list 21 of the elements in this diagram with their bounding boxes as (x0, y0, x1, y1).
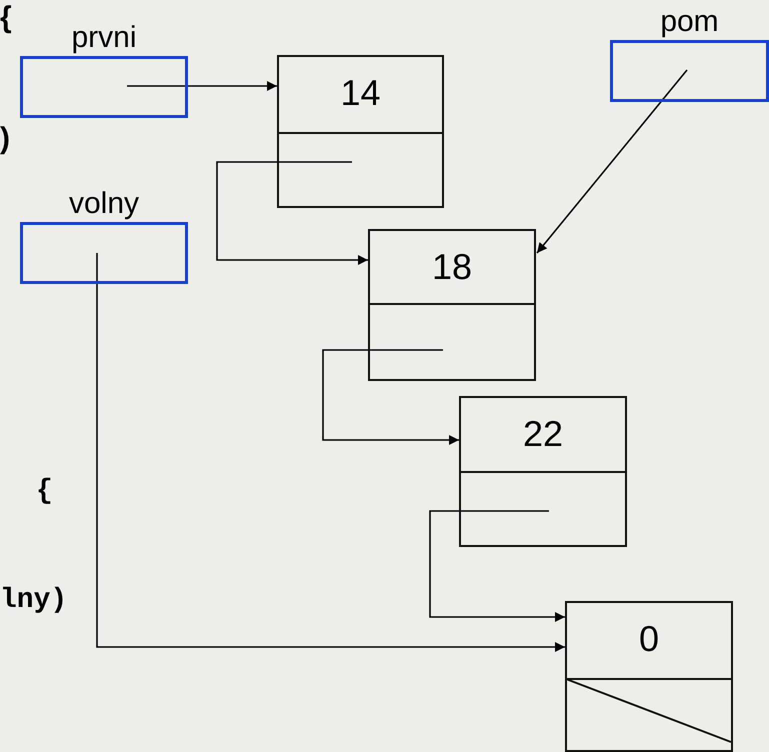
pointer-arrow (216, 161, 368, 265)
pointer-arrow (96, 253, 565, 652)
list-node-box (459, 396, 627, 547)
pointer-arrow (127, 81, 277, 91)
list-node-box (565, 601, 733, 752)
variable-name: prvni (70, 21, 138, 55)
code-fragment: lny) (0, 585, 68, 616)
code-fragment: { (0, 1, 12, 35)
node-value: 18 (430, 247, 474, 287)
pointer-arrow (536, 70, 688, 254)
list-node-box (368, 229, 536, 381)
list-node-box (277, 55, 444, 208)
variable-name: pom (659, 5, 720, 39)
pointer-arrow (322, 349, 459, 445)
pointer-arrow (429, 510, 565, 622)
node-value: 14 (339, 73, 382, 113)
node-value: 22 (522, 414, 564, 454)
node-value: 0 (638, 619, 660, 659)
variable-name: volny (68, 187, 140, 221)
code-fragment: { (36, 476, 53, 507)
code-fragment: ) (0, 122, 10, 156)
